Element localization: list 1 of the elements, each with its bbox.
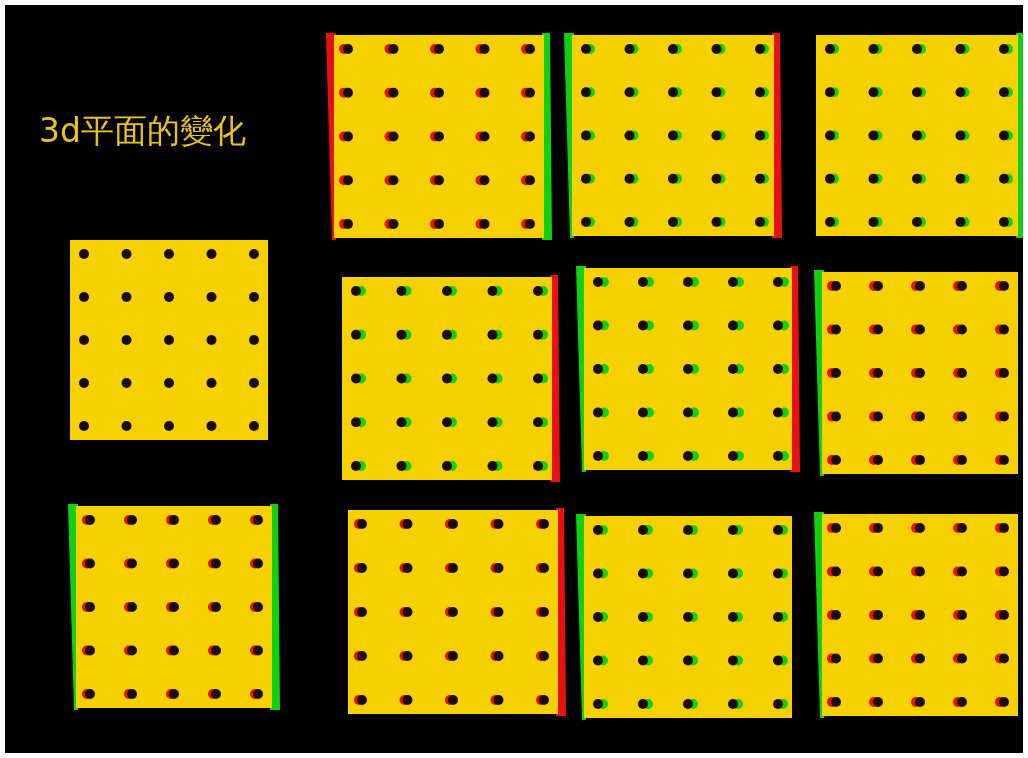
title: 3d平面的變化: [39, 110, 246, 152]
